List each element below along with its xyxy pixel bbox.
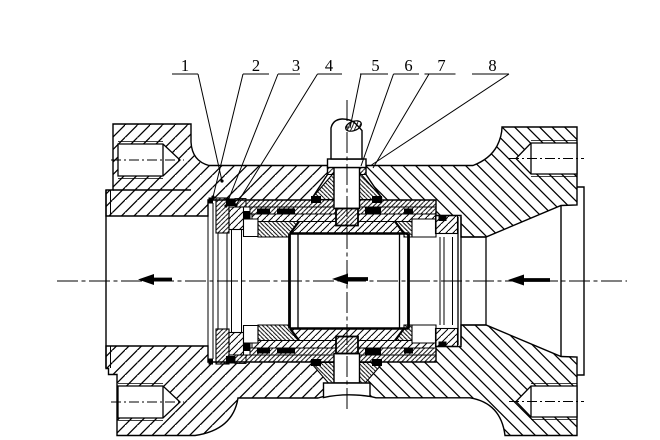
- svg-text:4: 4: [325, 56, 333, 75]
- svg-text:7: 7: [437, 56, 445, 75]
- svg-text:5: 5: [371, 56, 379, 75]
- svg-text:1: 1: [181, 56, 189, 75]
- svg-text:2: 2: [252, 56, 260, 75]
- svg-text:8: 8: [488, 56, 496, 75]
- svg-text:3: 3: [292, 56, 300, 75]
- svg-text:6: 6: [404, 56, 412, 75]
